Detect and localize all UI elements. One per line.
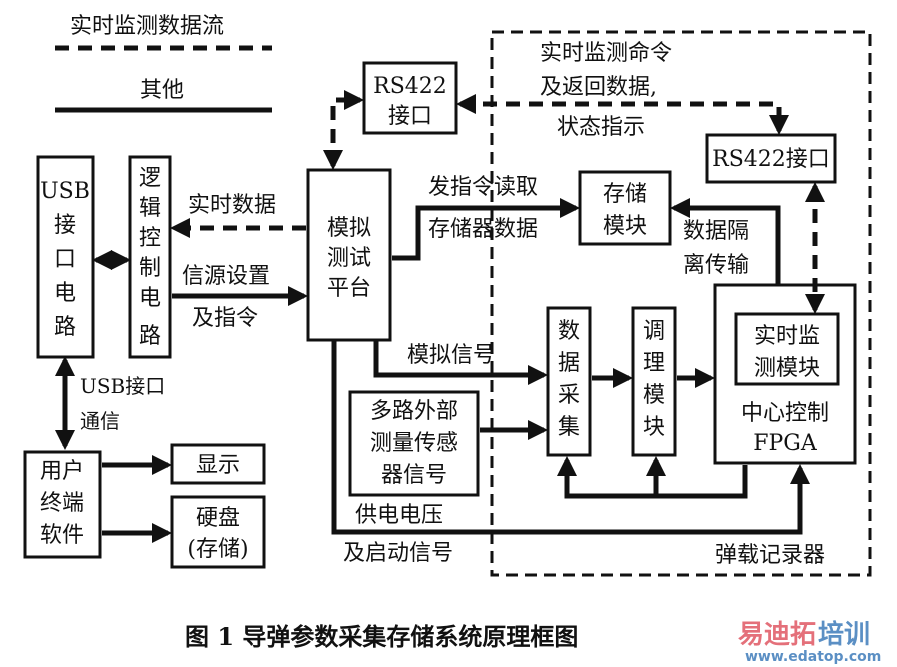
rs422-interface-right-block: RS422接口 — [705, 133, 837, 184]
svg-text:路: 路 — [54, 315, 76, 340]
svg-text:多路外部: 多路外部 — [370, 399, 458, 424]
svg-text:制: 制 — [139, 256, 161, 281]
read-storage-arrow — [392, 198, 580, 261]
region-label: 弹载记录器 — [715, 543, 825, 568]
logic-control-circuit-block: 逻 辑 控 制 电 路 — [128, 155, 172, 359]
usb-interface-circuit-block: USB 接 口 电 路 — [36, 155, 95, 359]
power-start-label-1: 供电电压 — [355, 503, 443, 528]
simulation-test-platform-block: 模拟 测试 平台 — [306, 168, 392, 342]
svg-text:模块: 模块 — [603, 214, 647, 239]
watermark-blue-text: 培训 — [818, 620, 870, 650]
source-setup-label-1: 信源设置 — [182, 264, 270, 289]
svg-text:块: 块 — [643, 415, 665, 440]
external-sensors-block: 多路外部 测量传感 器信号 — [348, 390, 480, 497]
svg-text:USB: USB — [40, 179, 90, 204]
svg-text:测量传感: 测量传感 — [370, 431, 458, 456]
svg-text:平台: 平台 — [327, 276, 371, 301]
svg-text:口: 口 — [54, 247, 76, 272]
power-start-arrow — [331, 340, 810, 535]
svg-text:模拟: 模拟 — [327, 216, 371, 241]
read-storage-label-2: 存储器数据 — [428, 217, 538, 242]
svg-text:终端: 终端 — [40, 491, 84, 516]
rs422-interface-left-block: RS422 接口 — [362, 61, 458, 135]
monitor-cmd-label-3: 状态指示 — [557, 115, 645, 140]
svg-text:据: 据 — [558, 351, 580, 376]
svg-text:调: 调 — [643, 319, 665, 344]
conditioning-module-block: 调 理 模 块 — [631, 306, 677, 457]
power-start-label-2: 及启动信号 — [343, 541, 453, 566]
svg-text:显示: 显示 — [196, 453, 240, 478]
usb-comm-label-1: USB接口 — [80, 374, 165, 398]
realtime-data-label: 实时数据 — [188, 193, 276, 218]
svg-text:FPGA: FPGA — [753, 431, 818, 456]
figure-caption: 图 1 导弹参数采集存储系统原理框图 — [185, 622, 578, 651]
svg-text:测试: 测试 — [327, 246, 371, 271]
svg-text:硬盘: 硬盘 — [196, 506, 240, 531]
svg-text:接口: 接口 — [388, 104, 432, 129]
data-isolation-arrow — [670, 198, 781, 285]
svg-text:理: 理 — [643, 351, 665, 376]
airborne-recorder-region — [490, 30, 872, 577]
svg-text:数: 数 — [558, 319, 580, 344]
svg-text:电: 电 — [139, 286, 161, 311]
monitor-cmd-label-2: 及返回数据, — [540, 75, 657, 100]
watermark-red-text: 易迪拓 — [738, 620, 816, 650]
monitor-cmd-label-1: 实时监测命令 — [540, 41, 672, 66]
legend-other-label: 其他 — [140, 78, 184, 103]
svg-text:软件: 软件 — [40, 523, 84, 548]
svg-text:用户: 用户 — [40, 459, 84, 484]
svg-text:器信号: 器信号 — [381, 463, 447, 488]
data-isolation-label-1: 数据隔 — [683, 219, 749, 244]
source-setup-label-2: 及指令 — [192, 306, 258, 331]
watermark-url: www.edatop.com — [745, 649, 881, 665]
data-acquisition-block: 数 据 采 集 — [546, 306, 592, 457]
svg-text:采: 采 — [558, 383, 580, 408]
legend: 实时监测数据流 其他 — [55, 14, 272, 113]
watermark: 易迪拓 培训 www.edatop.com — [738, 620, 881, 665]
legend-realtime-label: 实时监测数据流 — [70, 14, 224, 39]
svg-text:路: 路 — [139, 324, 161, 349]
display-block: 显示 — [170, 443, 266, 485]
svg-text:逻: 逻 — [139, 166, 161, 191]
svg-text:存储: 存储 — [603, 182, 647, 207]
svg-text:模: 模 — [643, 383, 665, 408]
storage-module-block: 存储 模块 — [578, 170, 672, 246]
user-terminal-software-block: 用户 终端 软件 — [23, 450, 102, 559]
svg-text:实时监: 实时监 — [754, 324, 820, 349]
svg-text:辑: 辑 — [139, 196, 161, 221]
usb-comm-label-2: 通信 — [80, 409, 120, 433]
svg-text:电: 电 — [54, 281, 76, 306]
svg-text:测模块: 测模块 — [754, 356, 820, 381]
analog-signal-label: 模拟信号 — [407, 343, 495, 368]
svg-text:接: 接 — [54, 213, 76, 238]
platform-rs422-link — [323, 90, 364, 170]
data-isolation-label-2: 离传输 — [683, 253, 749, 278]
read-storage-label-1: 发指令读取 — [428, 175, 538, 200]
svg-text:(存储): (存储) — [187, 537, 248, 562]
svg-text:控: 控 — [139, 226, 161, 251]
hard-disk-block: 硬盘 (存储) — [170, 495, 266, 569]
analog-signal-arrow — [373, 340, 548, 385]
svg-text:RS422: RS422 — [373, 74, 447, 99]
realtime-monitor-module-block: 实时监 测模块 — [734, 312, 840, 386]
svg-text:集: 集 — [558, 415, 580, 440]
svg-text:RS422接口: RS422接口 — [712, 147, 830, 172]
svg-text:中心控制: 中心控制 — [741, 401, 829, 426]
